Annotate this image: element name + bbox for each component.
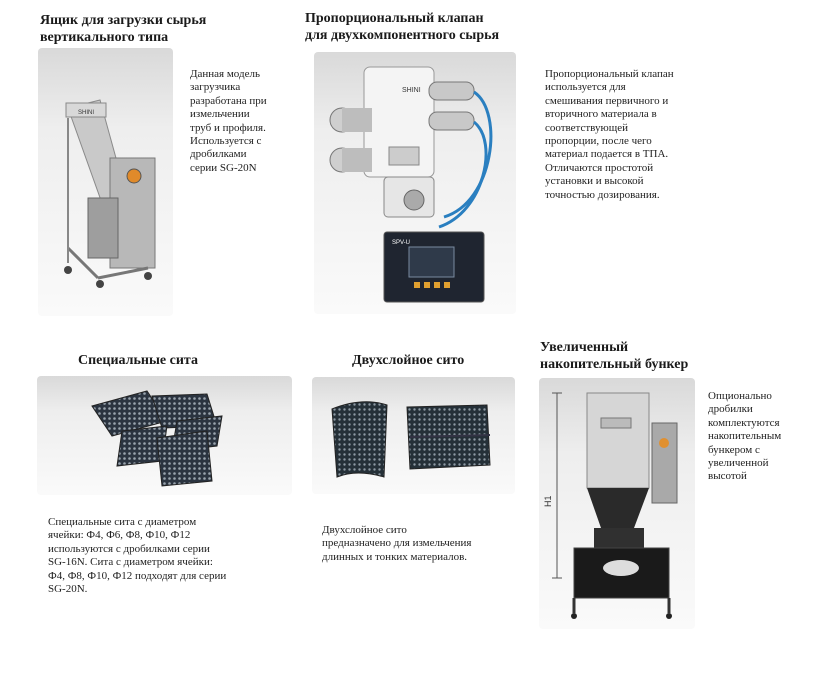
desc-special-sieves: Специальные сита с диаметром ячейки: Ф4,… xyxy=(48,516,227,596)
vertical-loader-illustration: SHINI xyxy=(64,99,156,288)
double-layer-sieve-illustration xyxy=(331,401,491,478)
title-special-sieves: Специальные сита xyxy=(78,353,198,368)
photo-special-sieves xyxy=(37,376,292,495)
desc-proportional-valve: Пропорциональный клапан используется для… xyxy=(545,68,674,201)
title-vertical-loading-box: Ящик для загрузки сырья вертикального ти… xyxy=(40,13,207,45)
special-sieves-illustration xyxy=(91,390,223,487)
loader-brand-label: SHINI xyxy=(78,110,94,116)
bunker-illustration: H1 xyxy=(543,392,678,619)
title-proportional-valve: Пропорциональный клапан для двухкомпонен… xyxy=(305,11,500,43)
photo-enlarged-bunker: H1 xyxy=(539,378,695,629)
bunker-height-label: H1 xyxy=(543,495,553,507)
photo-double-layer-sieve xyxy=(312,377,515,494)
valve-brand-label: SHINI xyxy=(402,87,421,94)
valve-panel-label: SPV-U xyxy=(392,240,410,246)
valve-illustration: SHINI SPV-U xyxy=(329,66,493,303)
title-enlarged-bunker: Увеличенный накопительный бункер xyxy=(540,340,689,372)
title-double-layer-sieve: Двухслойное сито xyxy=(352,353,465,368)
desc-enlarged-bunker: Опционально дробилки комплектуются накоп… xyxy=(708,390,782,483)
desc-vertical-loading-box: Данная модель загрузчика разработана при… xyxy=(190,68,267,174)
photo-vertical-loading-box: SHINI xyxy=(38,48,173,316)
desc-double-layer-sieve: Двухслойное сито предназначено для измел… xyxy=(322,524,472,563)
photo-proportional-valve: SHINI SPV-U xyxy=(314,52,516,314)
